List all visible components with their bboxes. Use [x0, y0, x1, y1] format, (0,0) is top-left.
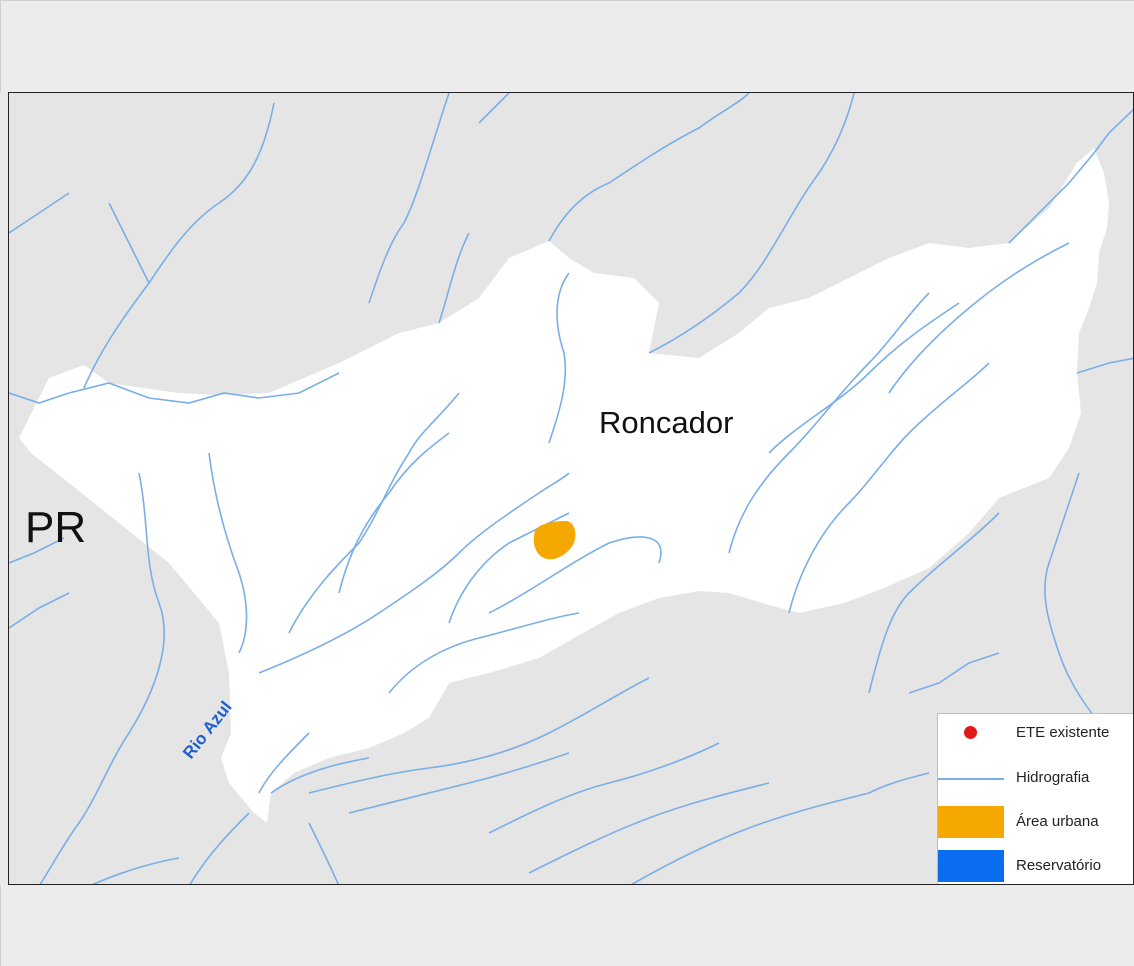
page-margin-bottom	[0, 885, 1134, 966]
urban-symbol-icon	[938, 802, 1004, 842]
reservoir-symbol-icon	[938, 846, 1004, 884]
orange-fill-icon	[938, 806, 1004, 838]
state-label: PR	[25, 503, 87, 552]
page-margin-top	[0, 0, 1134, 92]
legend-item-urban: Área urbana	[938, 802, 1133, 842]
blue-line-icon	[938, 778, 1004, 780]
legend-item-reservoir: Reservatório	[938, 846, 1133, 884]
legend-label-reservoir: Reservatório	[1016, 857, 1102, 874]
legend-item-hydrography: Hidrografia	[938, 758, 1133, 798]
hydrography-symbol-icon	[938, 758, 1004, 798]
legend-label-ete: ETE existente	[1016, 724, 1110, 741]
blue-fill-icon	[938, 850, 1004, 882]
map-canvas[interactable]: PR Roncador Rio Azul ETE existente Hidro…	[8, 92, 1134, 885]
red-dot-icon	[964, 726, 977, 739]
municipality-area	[19, 148, 1109, 823]
legend-item-ete: ETE existente	[938, 714, 1133, 754]
urban-area	[533, 521, 576, 560]
map-svg	[9, 93, 1133, 884]
city-label: Roncador	[599, 405, 734, 440]
ete-symbol-icon	[938, 714, 1004, 754]
legend-label-urban: Área urbana	[1016, 813, 1099, 830]
hydrography-lines	[9, 93, 1133, 884]
map-legend: ETE existente Hidrografia Área urbana Re…	[937, 713, 1133, 884]
legend-label-hydrography: Hidrografia	[1016, 769, 1090, 786]
